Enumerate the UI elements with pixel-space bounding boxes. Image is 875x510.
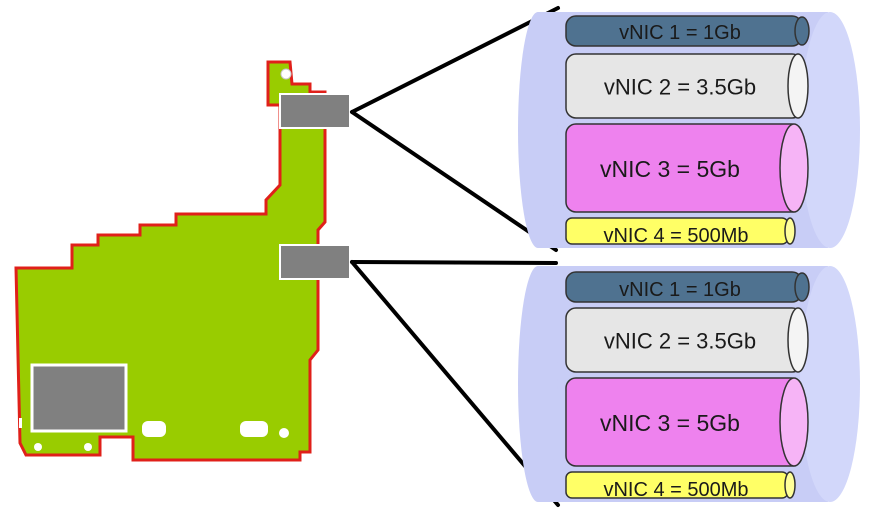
connector-line [350, 110, 558, 252]
vnic-cap [794, 16, 810, 46]
vnic-cylinder: vNIC 2 = 3.5Gb [565, 53, 809, 119]
vnic-cap [787, 53, 809, 119]
vnic-1-label: vNIC 1 = 1Gb [619, 279, 741, 301]
network-port-1 [279, 93, 351, 129]
vnic-1-label: vNIC 1 = 1Gb [619, 22, 741, 44]
pipe-end-cap [800, 12, 860, 248]
vnic-3-label: vNIC 3 = 5Gb [600, 156, 740, 182]
mounting-hole-icon [279, 428, 289, 438]
network-adapter-board [14, 60, 327, 462]
vnic-cap [787, 307, 809, 373]
vnic-4-label: vNIC 4 = 500Mb [603, 225, 748, 247]
vnic-cylinder: vNIC 3 = 5Gb [565, 123, 809, 213]
vnic-cylinder: vNIC 3 = 5Gb [565, 377, 809, 467]
component-pad [19, 418, 22, 428]
component-pad [240, 421, 268, 437]
vnic-cap [794, 272, 810, 302]
vnic-2-label: vNIC 2 = 3.5Gb [604, 329, 756, 354]
mounting-hole-icon [280, 68, 292, 80]
vnic-cylinder: vNIC 1 = 1Gb [565, 15, 810, 47]
vnic-cap [779, 123, 809, 213]
vnic-4-label: vNIC 4 = 500Mb [603, 479, 748, 501]
connector-line [350, 260, 558, 265]
vnic-cylinder: vNIC 1 = 1Gb [565, 271, 810, 303]
vnic-cylinder: vNIC 4 = 500Mb [565, 217, 796, 247]
pipe-end-cap [518, 12, 558, 248]
connector-line [350, 6, 560, 114]
vnic-3-label: vNIC 3 = 5Gb [600, 410, 740, 436]
mounting-hole-icon [84, 443, 92, 451]
vnic-cylinder: vNIC 4 = 500Mb [565, 471, 796, 501]
component-pad [142, 421, 166, 437]
vnic-cylinder: vNIC 2 = 3.5Gb [565, 307, 809, 373]
board-outline [14, 60, 327, 462]
controller-chip [30, 363, 128, 433]
network-port-2 [279, 244, 351, 280]
pipe-end-cap [518, 266, 558, 502]
vnic-2-label: vNIC 2 = 3.5Gb [604, 75, 756, 100]
pipe-end-cap [800, 266, 860, 502]
mounting-hole-icon [34, 443, 42, 451]
vnic-cap [784, 217, 796, 245]
vnic-cap [784, 471, 796, 499]
vnic-cap [779, 377, 809, 467]
